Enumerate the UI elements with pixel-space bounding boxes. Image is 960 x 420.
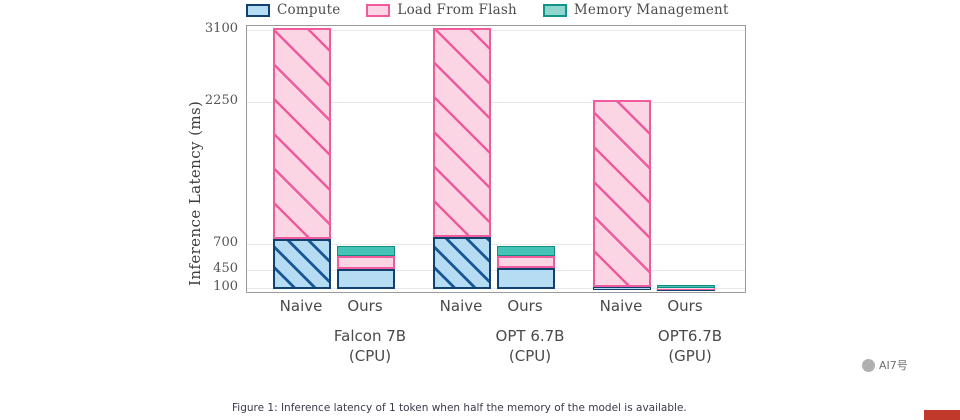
bar-segment-compute bbox=[337, 268, 395, 289]
group-label-model: OPT6.7B bbox=[657, 327, 723, 345]
bar-naive-falcon7b-cpu[interactable] bbox=[273, 24, 331, 292]
plot-area bbox=[246, 25, 746, 293]
group-label-1: OPT 6.7B (CPU) bbox=[440, 326, 620, 366]
gridline-700 bbox=[247, 244, 745, 245]
watermark-text: AI7号 bbox=[879, 359, 908, 372]
gridline-100 bbox=[247, 288, 745, 289]
y-axis-label-wrap: Inference Latency (ms) bbox=[186, 28, 216, 293]
bar-segment-compute bbox=[433, 236, 491, 289]
bar-segment-compute bbox=[497, 268, 555, 289]
bar-segment-memory-management bbox=[337, 245, 395, 256]
gridline-450 bbox=[247, 270, 745, 271]
x-tick-label-ours-3: Ours bbox=[507, 297, 543, 315]
group-label-device: (CPU) bbox=[508, 347, 552, 365]
legend-swatch-flash-icon bbox=[366, 3, 391, 17]
bar-segment-load-from-flash bbox=[337, 255, 395, 269]
watermark: AI7号 bbox=[862, 357, 908, 373]
bar-segment-memory-management bbox=[657, 285, 715, 289]
y-tick-label-100: 100 bbox=[213, 279, 238, 294]
legend-swatch-memory-icon bbox=[542, 3, 567, 17]
corner-accent bbox=[924, 410, 960, 420]
legend-item-memory-management[interactable]: Memory Management bbox=[542, 2, 729, 18]
group-label-device: (CPU) bbox=[348, 347, 392, 365]
legend-label-memory-management: Memory Management bbox=[573, 2, 729, 18]
figure-caption: Figure 1: Inference latency of 1 token w… bbox=[232, 402, 687, 414]
legend-item-load-from-flash[interactable]: Load From Flash bbox=[366, 2, 517, 18]
bar-segment-compute bbox=[273, 239, 331, 289]
chart-legend: Compute Load From Flash Memory Managemen… bbox=[246, 0, 766, 20]
y-tick-label-700: 700 bbox=[213, 235, 238, 250]
bar-naive-opt67b-cpu[interactable] bbox=[433, 24, 491, 292]
y-tick-label-2250: 2250 bbox=[204, 93, 238, 108]
legend-item-compute[interactable]: Compute bbox=[246, 2, 340, 18]
group-label-device: (GPU) bbox=[668, 347, 712, 365]
x-tick-label-naive-2: Naive bbox=[439, 297, 483, 315]
group-label-model: Falcon 7B bbox=[333, 327, 407, 345]
bar-segment-load-from-flash bbox=[273, 28, 331, 240]
x-tick-label-ours-1: Ours bbox=[347, 297, 383, 315]
bar-ours-falcon7b-cpu[interactable] bbox=[337, 24, 395, 292]
group-label-0: Falcon 7B (CPU) bbox=[280, 326, 460, 366]
bar-segment-load-from-flash bbox=[593, 100, 651, 288]
gridline-2250 bbox=[247, 102, 745, 103]
x-tick-label-naive-0: Naive bbox=[279, 297, 323, 315]
group-label-2: OPT6.7B (GPU) bbox=[600, 326, 780, 366]
bar-segment-load-from-flash bbox=[497, 255, 555, 268]
legend-label-compute: Compute bbox=[277, 2, 341, 18]
bar-segment-memory-management bbox=[497, 246, 555, 256]
y-tick-label-450: 450 bbox=[213, 261, 238, 276]
watermark-logo-icon bbox=[862, 358, 875, 372]
group-label-model: OPT 6.7B bbox=[495, 327, 565, 345]
gridline-3100 bbox=[247, 30, 745, 31]
bar-ours-opt67b-cpu[interactable] bbox=[497, 24, 555, 292]
bar-naive-opt67b-gpu[interactable] bbox=[593, 24, 651, 292]
bar-ours-opt67b-gpu[interactable] bbox=[657, 24, 715, 292]
x-tick-label-ours-5: Ours bbox=[667, 297, 703, 315]
legend-label-load-from-flash: Load From Flash bbox=[397, 2, 517, 18]
bar-segment-load-from-flash bbox=[433, 28, 491, 237]
y-tick-label-3100: 3100 bbox=[204, 21, 238, 36]
bar-segment-compute bbox=[593, 287, 651, 291]
legend-swatch-compute-icon bbox=[246, 3, 270, 17]
x-tick-label-naive-4: Naive bbox=[599, 297, 643, 315]
